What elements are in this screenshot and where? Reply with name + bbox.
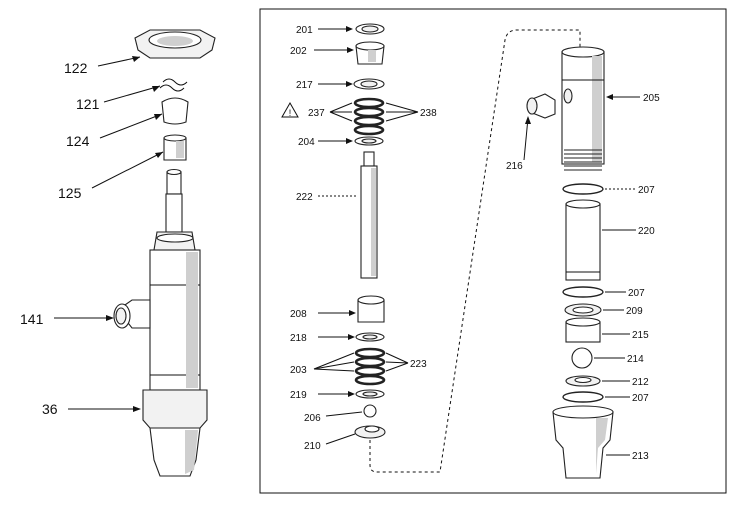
part-122-packing-nut bbox=[134, 29, 216, 59]
throat-parts-column bbox=[353, 23, 386, 439]
label-207-low: 207 bbox=[632, 393, 649, 404]
label-202: 202 bbox=[290, 46, 307, 57]
label-209: 209 bbox=[626, 306, 643, 317]
label-217: 217 bbox=[296, 80, 313, 91]
label-203: 203 bbox=[290, 365, 307, 376]
label-214: 214 bbox=[627, 354, 644, 365]
label-205: 205 bbox=[643, 93, 660, 104]
warning-triangle-icon: ! bbox=[281, 101, 299, 118]
left-pump-assembly: 122 121 124 125 141 36 bbox=[20, 29, 216, 477]
label-218: 218 bbox=[290, 333, 307, 344]
part-124-cap bbox=[161, 97, 189, 125]
label-212: 212 bbox=[632, 377, 649, 388]
part-36-foot-valve bbox=[142, 389, 208, 477]
part-125-adapter bbox=[163, 134, 187, 161]
label-208: 208 bbox=[290, 309, 307, 320]
displacement-rod bbox=[165, 168, 183, 233]
label-238: 238 bbox=[420, 108, 437, 119]
label-213: 213 bbox=[632, 451, 649, 462]
label-219: 219 bbox=[290, 390, 307, 401]
label-222: 222 bbox=[296, 192, 313, 203]
label-125: 125 bbox=[58, 185, 82, 201]
label-216: 216 bbox=[506, 161, 523, 172]
label-206: 206 bbox=[304, 413, 321, 424]
svg-text:!: ! bbox=[289, 108, 292, 118]
pump-cylinder-body bbox=[149, 249, 201, 391]
label-223: 223 bbox=[410, 359, 427, 370]
part-121-clip bbox=[159, 84, 185, 92]
label-210: 210 bbox=[304, 441, 321, 452]
label-207-mid: 207 bbox=[628, 288, 645, 299]
label-201: 201 bbox=[296, 25, 313, 36]
label-124: 124 bbox=[66, 133, 90, 149]
label-207-top: 207 bbox=[638, 185, 655, 196]
label-204: 204 bbox=[298, 137, 315, 148]
label-122: 122 bbox=[64, 60, 88, 76]
label-141: 141 bbox=[20, 311, 44, 327]
label-237: 237 bbox=[308, 108, 325, 119]
exploded-view-frame bbox=[259, 8, 727, 494]
part-141-outlet-port bbox=[113, 299, 151, 329]
label-215: 215 bbox=[632, 330, 649, 341]
leader-lines bbox=[313, 26, 640, 456]
cylinder-parts-column bbox=[526, 46, 614, 479]
label-36: 36 bbox=[42, 401, 58, 417]
label-121: 121 bbox=[76, 96, 100, 112]
label-220: 220 bbox=[638, 226, 655, 237]
